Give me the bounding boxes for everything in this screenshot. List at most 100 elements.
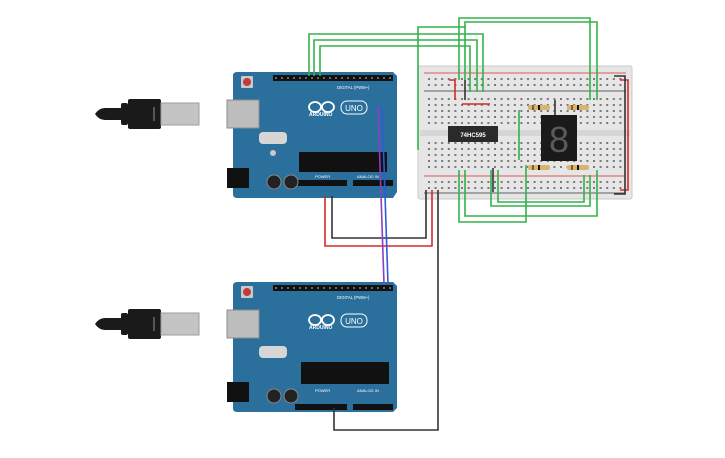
header-pin: [281, 287, 283, 289]
breadboard-hole: [513, 78, 516, 80]
breadboard-hole: [533, 116, 536, 118]
breadboard-hole: [553, 181, 556, 183]
breadboard-hole: [520, 98, 523, 100]
breadboard-hole: [513, 104, 516, 106]
breadboard-hole: [579, 98, 582, 100]
breadboard-hole: [579, 78, 582, 80]
wire-green: [417, 26, 466, 80]
wire-black: [614, 75, 626, 195]
breadboard-hole: [441, 154, 444, 156]
breadboard-hole: [467, 78, 470, 80]
breadboard-hole: [599, 160, 602, 162]
breadboard-hole: [447, 104, 450, 106]
header-pin: [347, 287, 349, 289]
breadboard-hole: [593, 116, 595, 118]
breadboard-hole: [533, 148, 536, 150]
breadboard-hole: [494, 98, 496, 100]
breadboard-hole: [560, 78, 562, 80]
breadboard-hole: [434, 78, 437, 80]
breadboard-hole: [507, 142, 510, 144]
breadboard-hole: [533, 122, 536, 124]
breadboard-hole: [441, 142, 444, 144]
breadboard-hole: [593, 104, 595, 106]
breadboard-hole: [474, 98, 477, 100]
breadboard-hole: [579, 84, 582, 86]
wire-green: [490, 170, 591, 207]
segment-digit: 8: [549, 119, 569, 160]
breadboard-hole: [494, 84, 496, 86]
breadboard-hole: [612, 122, 615, 124]
breadboard-hole: [586, 110, 589, 112]
breadboard-hole: [494, 116, 496, 118]
breadboard-hole: [619, 78, 622, 80]
wire-red: [324, 190, 433, 247]
breadboard-hole: [480, 98, 483, 100]
breadboard-hole: [606, 98, 609, 100]
breadboard-hole: [599, 187, 602, 189]
breadboard-hole: [428, 154, 430, 156]
breadboard-hole: [533, 84, 536, 86]
breadboard-hole: [447, 187, 450, 189]
breadboard-hole: [500, 104, 503, 106]
breadboard-hole: [546, 84, 549, 86]
breadboard-hole: [619, 187, 622, 189]
header-pin: [323, 77, 325, 79]
breadboard-hole: [553, 98, 556, 100]
breadboard-hole: [454, 166, 457, 168]
breadboard-hole: [619, 148, 622, 150]
breadboard-hole: [520, 160, 523, 162]
breadboard-hole: [546, 181, 549, 183]
breadboard-hole: [507, 187, 510, 189]
breadboard-hole: [573, 78, 576, 80]
breadboard-hole: [487, 116, 490, 118]
breadboard-hole: [434, 84, 437, 86]
breadboard-hole: [461, 78, 463, 80]
breadboard-hole: [612, 110, 615, 112]
breadboard-hole: [507, 78, 510, 80]
breadboard-hole: [480, 166, 483, 168]
breadboard-hole: [480, 181, 483, 183]
breadboard-hole: [513, 110, 516, 112]
header-pin: [287, 287, 289, 289]
breadboard-hole: [467, 142, 470, 144]
wire-blue: [381, 105, 389, 285]
breadboard-hole: [586, 154, 589, 156]
breadboard-hole: [474, 148, 477, 150]
wire-black: [333, 190, 439, 431]
breadboard-hole: [428, 166, 430, 168]
breadboard-hole: [467, 148, 470, 150]
breadboard-hole: [619, 116, 622, 118]
breadboard-hole: [560, 187, 562, 189]
header-pin: [335, 287, 337, 289]
breadboard-hole: [428, 181, 430, 183]
breadboard-hole: [593, 148, 595, 150]
breadboard-hole: [527, 122, 529, 124]
breadboard-hole: [487, 187, 490, 189]
breadboard-hole: [500, 78, 503, 80]
breadboard-hole: [599, 116, 602, 118]
breadboard-hole: [480, 160, 483, 162]
breadboard-hole: [579, 160, 582, 162]
header-pin: [389, 287, 391, 289]
breadboard-hole: [494, 181, 496, 183]
breadboard-hole: [474, 104, 477, 106]
breadboard-hole: [480, 148, 483, 150]
breadboard-hole: [487, 160, 490, 162]
breadboard-hole: [566, 104, 569, 106]
breadboard-hole: [500, 84, 503, 86]
breadboard-hole: [619, 166, 622, 168]
breadboard-hole: [619, 154, 622, 156]
breadboard-hole: [494, 110, 496, 112]
breadboard-hole: [540, 84, 543, 86]
breadboard-hole: [500, 160, 503, 162]
breadboard-hole: [441, 110, 444, 112]
uno-badge: [340, 313, 368, 328]
breadboard-hole: [454, 110, 457, 112]
breadboard-hole: [428, 104, 430, 106]
wire-green: [464, 21, 598, 100]
breadboard-hole: [434, 181, 437, 183]
breadboard-hole: [533, 110, 536, 112]
breadboard-hole: [520, 142, 523, 144]
breadboard-hole: [573, 187, 576, 189]
